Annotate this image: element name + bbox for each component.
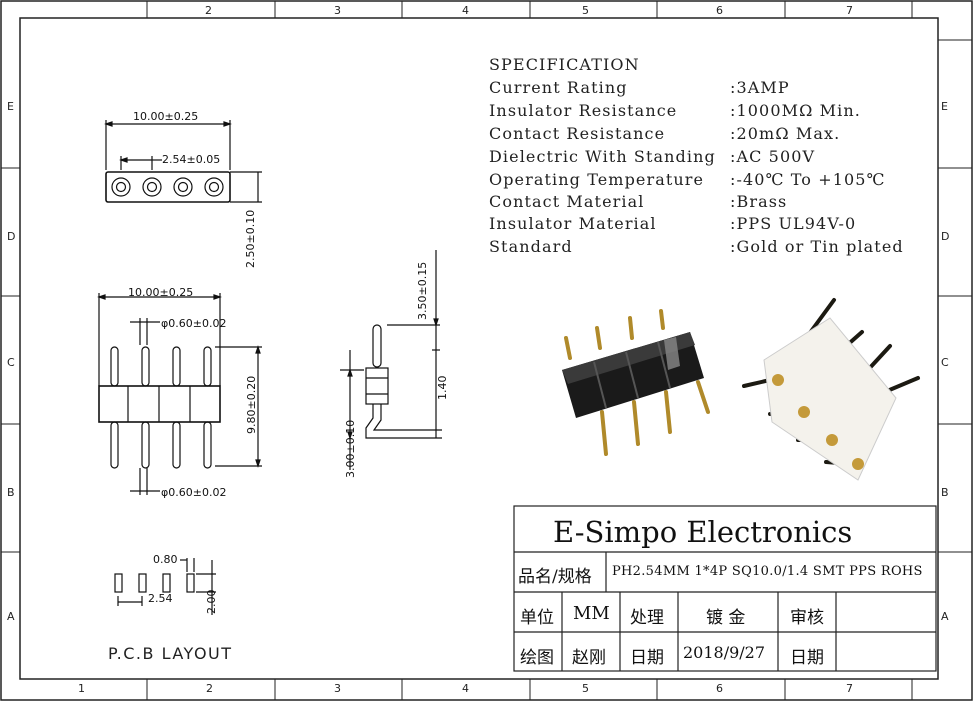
dim-pcb-pad: 0.80 [153,553,178,566]
date-label-2: 日期 [790,648,824,668]
process-label: 处理 [630,608,664,628]
dim-pcb-height: 2.00 [205,589,218,615]
border-top-2: 2 [205,4,212,17]
spec-label-operating-temperature: Operating Temperature [489,170,705,189]
date-label: 日期 [630,648,664,668]
dim-pin-dia-bottom: φ0.60±0.02 [161,486,227,499]
review-label: 审核 [790,608,824,628]
dim-pcb-pitch: 2.54 [148,592,173,605]
company-name: E-Simpo Electronics [553,515,853,549]
border-top-7: 7 [846,4,853,17]
dim-side-mid: 1.40 [436,375,449,401]
unit-label: 单位 [520,608,554,628]
white-connector-photo [742,298,920,481]
dim-top-height: 2.50±0.10 [244,209,257,268]
side-view [340,250,442,470]
top-view [104,120,262,203]
black-connector-photo [562,309,710,456]
spec-value-insulator-material: :PPS UL94V-0 [730,214,857,233]
border-right-c: C [941,356,949,369]
spec-label-dielectric: Dielectric With Standing [489,147,716,166]
unit-value: MM [573,603,610,624]
drawn-label: 绘图 [520,648,554,668]
dim-side-bottom: 3.00±0.10 [344,419,357,478]
border-bottom-5: 5 [582,682,589,695]
border-left-b: B [7,486,15,499]
border-bottom-1: 1 [78,682,85,695]
border-bottom-7: 7 [846,682,853,695]
dim-pin-dia-top: φ0.60±0.02 [161,317,227,330]
spec-name-label: 品名/规格 [518,567,592,587]
border-right-e: E [941,100,948,113]
dim-top-width: 10.00±0.25 [133,110,199,123]
spec-value-dielectric: :AC 500V [730,147,816,166]
spec-label-current-rating: Current Rating [489,78,628,97]
spec-label-contact-material: Contact Material [489,192,645,211]
border-bottom-4: 4 [462,682,469,695]
border-right-d: D [941,230,950,243]
border-top-4: 4 [462,4,469,17]
border-right-b: B [941,486,949,499]
border-left-e: E [7,100,14,113]
spec-label-contact-resistance: Contact Resistance [489,124,666,143]
spec-title: SPECIFICATION [489,55,640,74]
spec-value-operating-temperature: :-40℃ To +105℃ [730,170,886,189]
spec-value-standard: :Gold or Tin plated [730,237,904,256]
pcb-layout-drawing [114,558,216,615]
spec-label-insulator-material: Insulator Material [489,214,657,233]
spec-value-current-rating: :3AMP [730,78,790,97]
border-left-c: C [7,356,15,369]
date-value: 2018/9/27 [683,643,766,662]
border-top-6: 6 [716,4,723,17]
dim-front-width: 10.00±0.25 [128,286,194,299]
border-bottom-3: 3 [334,682,341,695]
spec-value-contact-resistance: :20mΩ Max. [730,124,841,143]
border-bottom-2: 2 [206,682,213,695]
border-top-3: 3 [334,4,341,17]
drawn-value: 赵刚 [572,648,606,668]
dim-side-top: 3.50±0.15 [416,261,429,320]
border-left-d: D [7,230,16,243]
dim-front-height: 9.80±0.20 [245,375,258,434]
front-view [97,293,262,495]
pcb-layout-label: P.C.B LAYOUT [108,644,233,663]
spec-value-insulator-resistance: :1000MΩ Min. [730,101,861,120]
spec-label-standard: Standard [489,237,573,256]
border-right-a: A [941,610,949,623]
border-top-5: 5 [582,4,589,17]
spec-label-insulator-resistance: Insulator Resistance [489,101,678,120]
border-bottom-6: 6 [716,682,723,695]
border-left-a: A [7,610,15,623]
title-block-grid [513,505,937,672]
process-value: 镀 金 [706,608,746,628]
dim-top-pitch: 2.54±0.05 [162,153,221,166]
spec-value-contact-material: :Brass [730,192,788,211]
spec-name-value: PH2.54MM 1*4P SQ10.0/1.4 SMT PPS ROHS [612,564,923,579]
